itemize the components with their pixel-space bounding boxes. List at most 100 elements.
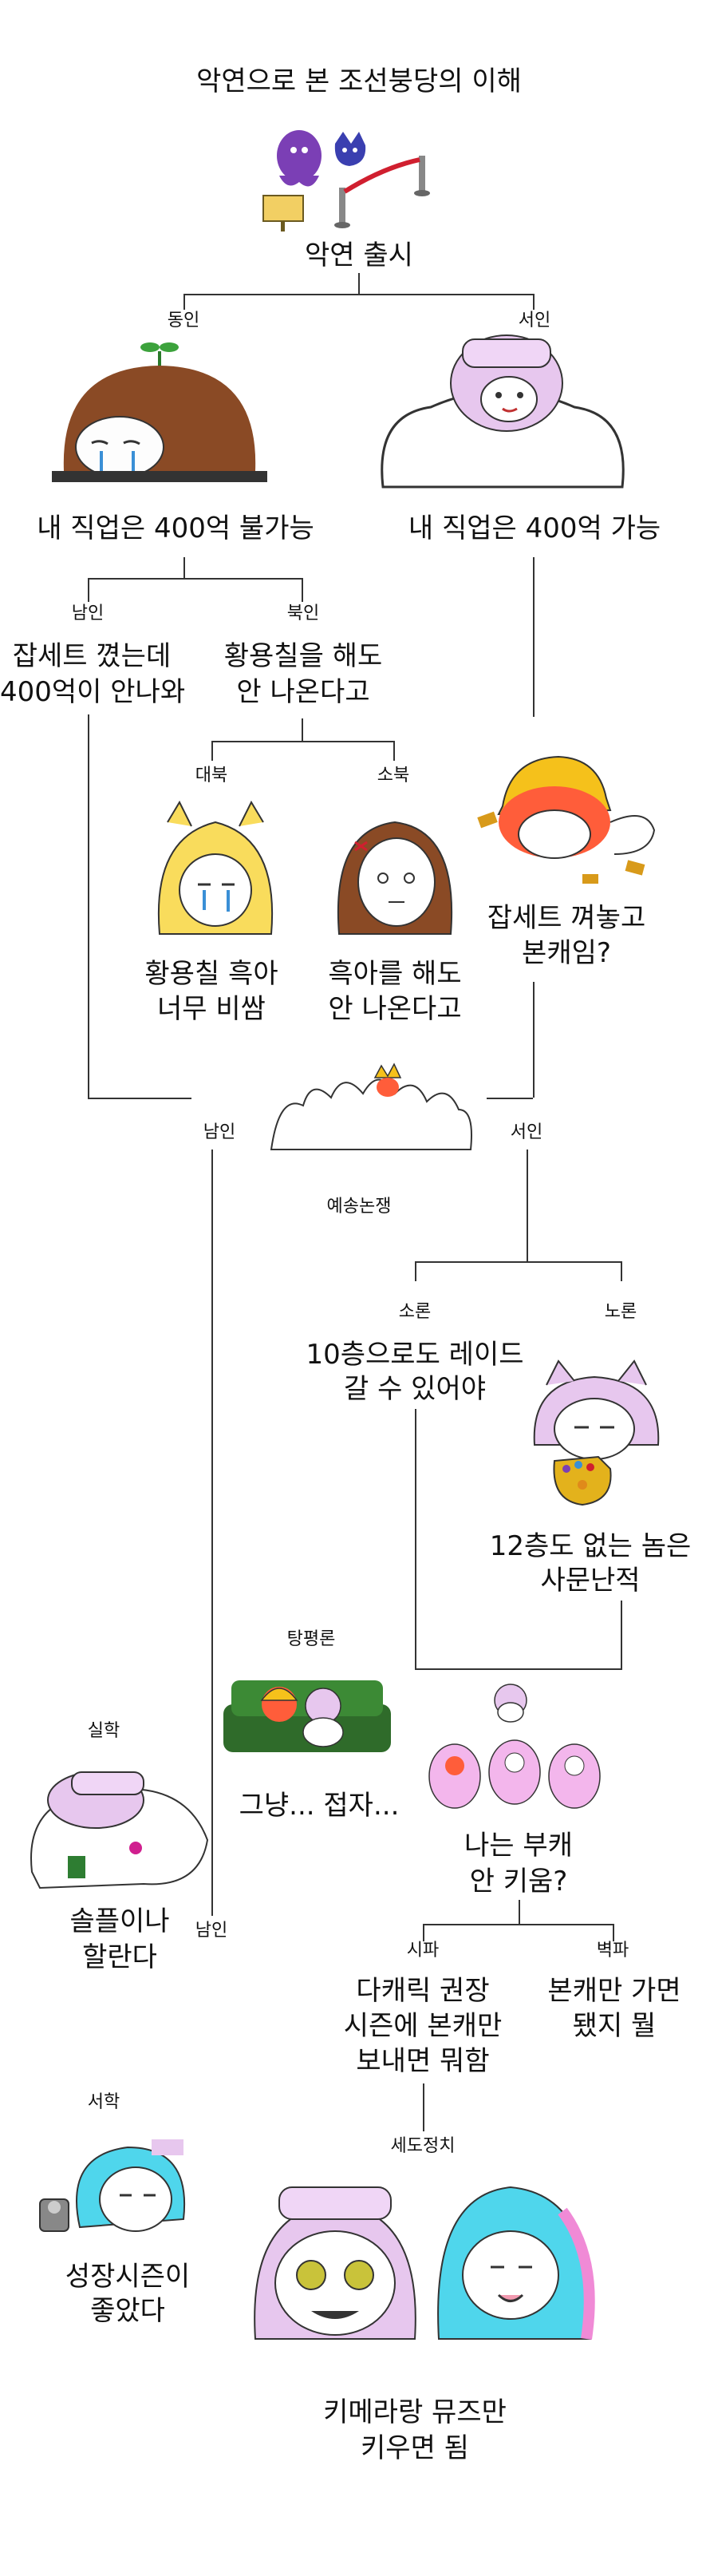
bukae-babies-illustration — [428, 1684, 601, 1809]
tangpyeong-caption: 그냥... 접자... — [239, 1790, 400, 1822]
daebuk-caption-line2: 너무 비쌈 — [157, 993, 266, 1025]
soron-caption-line2: 갈 수 있어야 — [343, 1373, 486, 1405]
bukae-caption-line2: 안 키움? — [469, 1866, 568, 1897]
daebuk-character-illustration — [157, 800, 274, 935]
faction-silhak: 실학 — [87, 1721, 120, 1741]
bukae-caption-line1: 나는 부캐 — [464, 1830, 573, 1862]
namin-vertical-line-2 — [211, 1150, 213, 1916]
can-icon — [39, 2198, 69, 2232]
bukin-caption-line1: 황용칠을 해도 — [223, 640, 383, 672]
seohak-caption-line2: 좋았다 — [90, 2295, 165, 2327]
noron-character-illustration — [533, 1359, 660, 1506]
faction-soron: 소론 — [398, 1302, 432, 1322]
faction-noron: 노론 — [604, 1302, 637, 1322]
sprout-icon — [140, 342, 179, 367]
noron-down-line — [621, 1601, 622, 1668]
sobuk-character-illustration — [337, 821, 453, 935]
faction-seohak: 서학 — [87, 2092, 120, 2112]
sipa-drop — [423, 1924, 424, 1941]
seoin-descend-line — [527, 1150, 528, 1261]
seoin2-caption-line1: 잡세트 껴놓고 — [487, 902, 646, 934]
seohak-character-illustration — [39, 2139, 186, 2232]
sobuk-caption-line1: 흑아를 해도 — [328, 958, 462, 990]
page-title: 악연으로 본 조선붕당의 이해 — [196, 65, 522, 97]
crown-icon — [373, 1062, 402, 1078]
bukae-down-line — [519, 1900, 520, 1924]
seoin-vertical-line — [533, 557, 535, 717]
merge-line — [415, 1668, 622, 1670]
sipa-down-line — [423, 2083, 424, 2131]
seohak-caption-line1: 성장시즌이 — [65, 2261, 191, 2293]
daebuk-caption-line1: 황용칠 흑아 — [144, 958, 278, 990]
release-label: 악연 출시 — [305, 239, 413, 271]
seoin-character-illustration — [381, 334, 625, 489]
seoin-drop-line — [533, 294, 535, 310]
sipa-byeokpa-branch — [423, 1924, 614, 1925]
soron-caption-line1: 10층으로도 레이드 — [306, 1339, 524, 1371]
baby-1 — [428, 1743, 481, 1809]
seoin-vertical-line-2 — [533, 982, 535, 1098]
monster-barrier-illustration — [262, 130, 430, 231]
faction-byeokpa: 벽파 — [596, 1941, 629, 1961]
byeokpa-caption-line2: 됐지 뭘 — [572, 2010, 657, 2042]
byeokpa-caption-line1: 본캐만 가면 — [547, 1975, 681, 2007]
noron-caption-line2: 사문난적 — [540, 1565, 641, 1597]
silhak-character-illustration — [30, 1771, 209, 1889]
sobuk-drop — [393, 741, 395, 761]
seoin-helmet-character-illustration — [477, 755, 656, 884]
faction-daebuk: 대북 — [195, 766, 228, 785]
bukin-drop — [302, 578, 303, 602]
daebuk-drop — [211, 741, 213, 761]
soron-down-line — [415, 1409, 416, 1668]
sign-board-icon — [262, 195, 304, 231]
sipa-caption-line2: 시즌에 본캐만 — [343, 2010, 503, 2042]
barrier-icon — [334, 156, 430, 228]
baby-2 — [488, 1739, 541, 1805]
tangpyeong-sofa-illustration — [223, 1680, 391, 1752]
namin-caption-line1: 잡세트 꼈는데 — [12, 640, 172, 672]
coin-icon — [477, 811, 645, 884]
faction-seoin-2: 서인 — [510, 1122, 543, 1142]
soron-drop — [415, 1261, 416, 1281]
dongin-drop-line — [183, 294, 185, 310]
faction-bukin: 북인 — [286, 603, 320, 623]
anger-mark-icon — [354, 841, 368, 852]
silhak-caption-line2: 할란다 — [82, 1941, 157, 1973]
dongin-caption: 내 직업은 400억 불가능 — [37, 512, 314, 544]
byeokpa-drop — [613, 1924, 614, 1941]
seoin-caption: 내 직업은 400억 가능 — [408, 512, 661, 544]
faction-namin: 남인 — [71, 603, 105, 623]
daebuk-sobuk-branch — [211, 741, 395, 742]
faction-sobuk: 소북 — [377, 766, 410, 785]
top-branch-line — [183, 294, 535, 295]
yesong-label: 예송논쟁 — [326, 1197, 392, 1217]
sipa-caption-line1: 다캐릭 권장 — [356, 1975, 490, 2007]
dongin-split-line — [183, 557, 185, 578]
silhak-caption-line1: 솔플이나 — [69, 1905, 170, 1937]
noron-caption-line1: 12층도 없는 놈은 — [489, 1530, 692, 1562]
chimera-character — [254, 2186, 416, 2340]
blue-creature-icon — [334, 132, 366, 166]
muse-character — [437, 2186, 595, 2341]
sedo-caption-line2: 키우면 됨 — [361, 2432, 469, 2464]
sedo-characters-illustration — [254, 2186, 595, 2341]
namin-caption-line2: 400억이 안나와 — [0, 676, 186, 708]
sobuk-caption-line2: 안 나온다고 — [328, 993, 462, 1025]
dongin-character-illustration — [52, 342, 267, 482]
soron-noron-branch — [415, 1261, 622, 1263]
faction-namin-3: 남인 — [195, 1921, 228, 1941]
namin-horizontal-line — [88, 1098, 176, 1099]
faction-tangpyeong: 탕평론 — [286, 1629, 336, 1649]
faction-dongin: 동인 — [167, 311, 200, 330]
gauntlet-icon — [553, 1455, 612, 1506]
faction-namin-2: 남인 — [203, 1122, 236, 1142]
faction-sipa: 시파 — [406, 1941, 440, 1961]
bukin-split-line — [302, 718, 303, 741]
namin-vertical-line — [88, 714, 89, 1098]
noron-drop — [621, 1261, 622, 1281]
bukin-caption-line2: 안 나온다고 — [236, 676, 370, 708]
sedo-caption-line1: 키메라랑 뮤즈만 — [323, 2396, 507, 2428]
baby-3 — [548, 1743, 601, 1809]
namin-bukin-branch — [88, 578, 303, 580]
purple-monster-icon — [277, 130, 322, 187]
